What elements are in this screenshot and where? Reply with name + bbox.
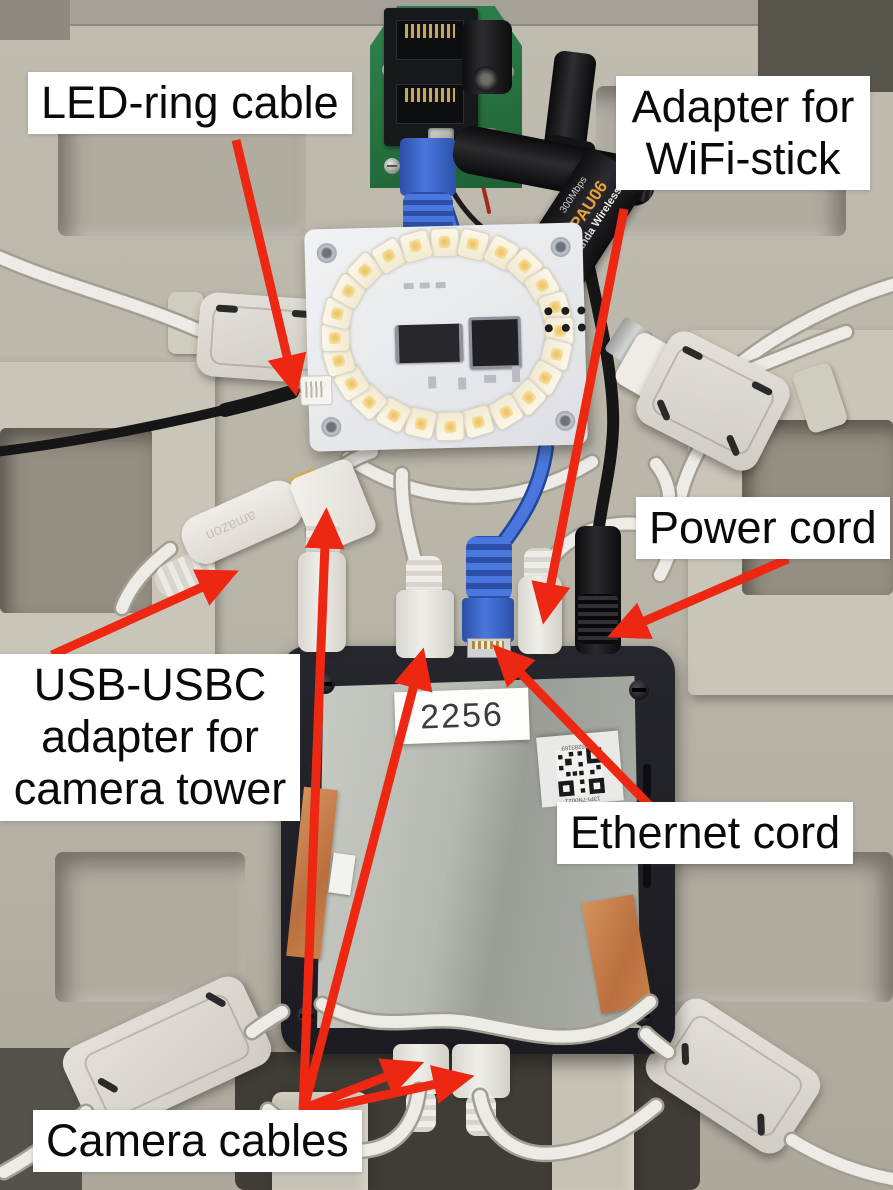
ethernet-plug [462, 598, 514, 642]
label-camera-cables: Camera cables [33, 1110, 362, 1173]
label-usb-usbc-adapter: USB-USBC adapter for camera tower [0, 654, 300, 821]
arrow-camera-cable-4 [305, 1065, 475, 1117]
enclosure-post-bottom-right [552, 1048, 634, 1190]
label-adapter-wifi-stick: Adapter for WiFi-stick [616, 76, 870, 191]
arrow-camera-cable-3 [298, 1058, 425, 1115]
rj45-port-icon [396, 20, 464, 60]
label-text: USB-USBC [33, 659, 267, 710]
arrow-camera-cable-2 [298, 647, 433, 1114]
label-text: adapter for [41, 711, 259, 763]
screw-icon [629, 680, 649, 700]
label-text: Power cord [649, 502, 877, 553]
qr-code-icon [555, 747, 606, 797]
label-text: Adapter for [631, 81, 855, 132]
label-text: Ethernet cord [570, 807, 841, 858]
arrow-power-cord [607, 554, 790, 640]
label-text: LED-ring cable [41, 77, 339, 128]
label-power-cord: Power cord [636, 497, 890, 560]
arrow-wifi-adapter [531, 208, 629, 625]
enclosure-recess-bottom-left [55, 852, 245, 1002]
arrow-camera-cable-1 [298, 507, 345, 1113]
label-ethernet-cord: Ethernet cord [557, 802, 854, 865]
usb-block-adapter [396, 590, 454, 658]
label-text: camera tower [13, 763, 287, 815]
ethernet-plug-boot [466, 536, 512, 602]
rj45-port-icon [396, 84, 464, 124]
label-text: WiFi-stick [645, 133, 841, 185]
arrow-usb-usbc-adapter [50, 569, 239, 660]
arrow-ethernet-cord [492, 644, 654, 810]
ethernet-plug-top [400, 138, 456, 196]
label-led-ring-cable: LED-ring cable [28, 72, 352, 135]
vent-slot-icon [643, 764, 651, 798]
screw-icon [384, 158, 400, 174]
arrow-led-ring-cable [231, 138, 307, 397]
qr-code-sticker: 13PI-7N0021 2205283169 [536, 730, 624, 808]
label-text: Camera cables [46, 1115, 349, 1166]
vent-slot-icon [643, 854, 651, 888]
dc-barrel-jack [462, 20, 512, 94]
enclosure-shadow-top-left [0, 0, 70, 40]
